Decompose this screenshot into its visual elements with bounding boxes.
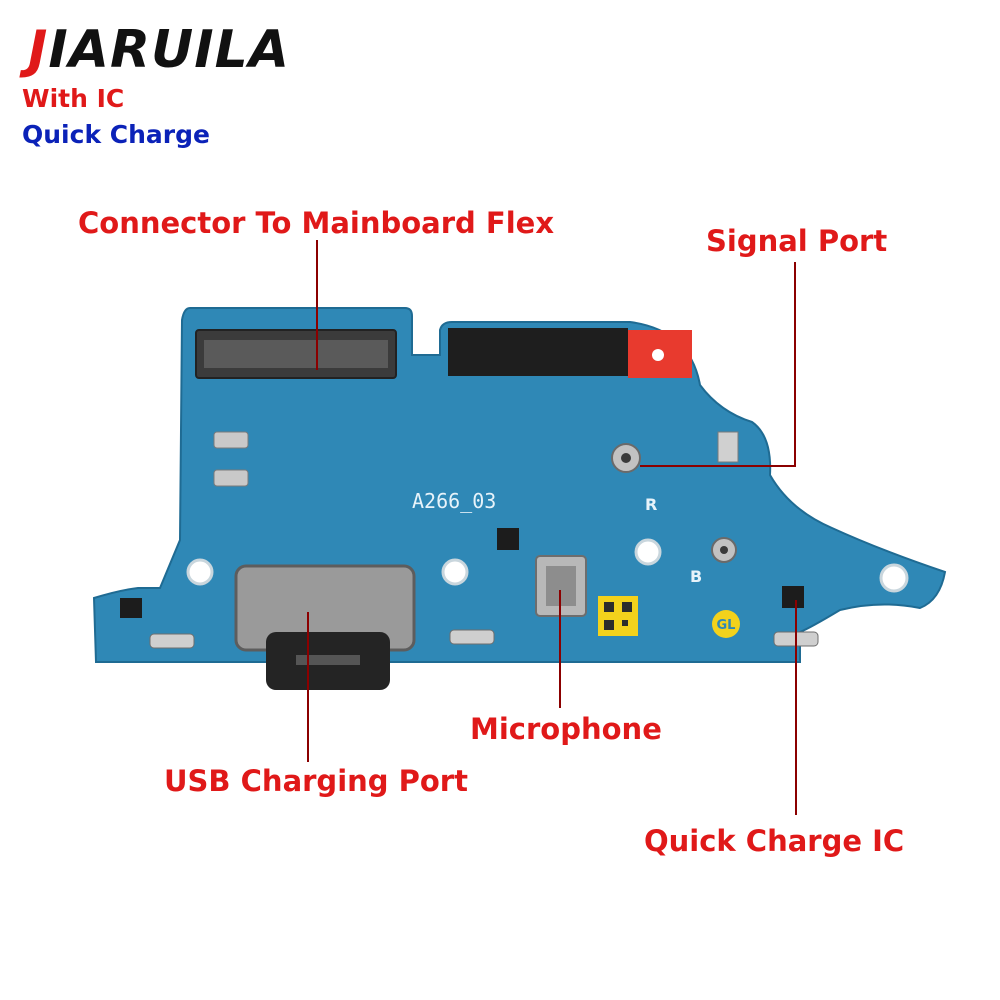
quick-charge-ic-chip <box>782 586 804 608</box>
mount-hole-right <box>634 538 662 566</box>
antenna-clip <box>717 431 739 463</box>
brand-rest: IARUILA <box>48 20 290 80</box>
silkscreen-r: R <box>645 495 657 514</box>
brand-first-letter: J <box>28 20 49 80</box>
silkscreen-b: B <box>690 567 702 586</box>
mount-hole-center <box>441 558 469 586</box>
red-tab-hole <box>652 349 664 361</box>
subtitle-with-ic: With IC <box>22 84 125 113</box>
spring-contact-left <box>149 633 195 649</box>
silkscreen-code: A266_03 <box>412 489 496 513</box>
mount-hole-left <box>186 558 214 586</box>
ic-chip-center <box>497 528 519 550</box>
callout-signal-port: Signal Port <box>706 224 888 258</box>
callout-microphone: Microphone <box>470 712 662 746</box>
callout-connector: Connector To Mainboard Flex <box>78 206 555 240</box>
subtitle-quick-charge: Quick Charge <box>22 120 210 149</box>
foam-pad <box>448 328 628 376</box>
flex-connector-pins <box>204 340 388 368</box>
callout-usb-port: USB Charging Port <box>164 764 468 798</box>
contact-pad-2 <box>213 469 249 487</box>
gl-logo <box>712 610 740 638</box>
contact-pad-1 <box>213 431 249 449</box>
gl-logo-text: GL <box>717 618 736 633</box>
brand-logo: JIARUILA <box>28 20 290 80</box>
callout-quick-charge-ic: Quick Charge IC <box>644 824 905 858</box>
spring-contact-center <box>449 629 495 645</box>
leader-signal <box>640 262 796 467</box>
mount-hole-tab <box>879 563 909 593</box>
usb-c-tongue <box>296 655 360 665</box>
ic-chip-left <box>120 598 142 618</box>
